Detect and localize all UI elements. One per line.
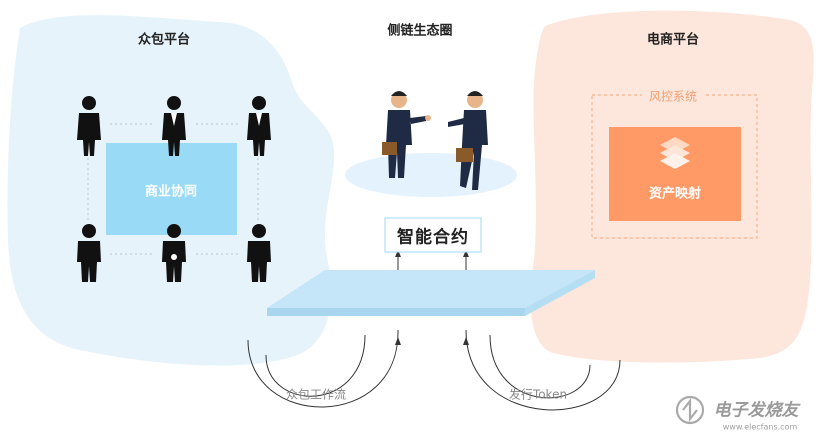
businessman-right xyxy=(448,91,488,190)
person-plain-5 xyxy=(162,224,186,282)
risk-control-frame xyxy=(591,94,758,239)
person-plain-6 xyxy=(247,224,271,282)
risk-control-label: 风控系统 xyxy=(648,89,698,104)
crowdsource-workflow-loop xyxy=(247,329,399,408)
ecommerce-platform-title: 电商平台 xyxy=(646,32,700,48)
watermark-logo-icon xyxy=(675,395,705,425)
business-collaboration-label: 商业协同 xyxy=(144,184,198,200)
token-issuance-loop xyxy=(465,329,621,411)
crowdsource-workflow-label: 众包工作流 xyxy=(285,387,347,402)
person-suit-2 xyxy=(162,96,186,156)
person-suit-3 xyxy=(247,96,271,156)
smart-contract-box xyxy=(384,217,482,253)
business-collaboration-box xyxy=(106,143,237,235)
crowdsourcing-platform-title: 众包平台 xyxy=(137,32,191,48)
sidechain-ecosystem-title: 侧链生态圈 xyxy=(387,23,453,39)
token-issuance-label: 发行Token xyxy=(508,387,568,402)
blockchain-platform xyxy=(267,270,595,316)
person-suit-1 xyxy=(77,96,101,156)
watermark-text: 电子发烧友 xyxy=(713,400,799,421)
person-plain-4 xyxy=(77,224,101,282)
asset-mapping-label: 资产映射 xyxy=(648,186,702,202)
layers-icon xyxy=(660,137,690,169)
risk-label-bg xyxy=(642,88,704,103)
smart-contract-label: 智能合约 xyxy=(397,227,469,248)
sidechain-ellipse xyxy=(345,153,517,197)
watermark-url: www.elecfans.com xyxy=(722,422,798,432)
collaboration-links xyxy=(87,123,259,255)
businessman-left xyxy=(382,91,431,178)
